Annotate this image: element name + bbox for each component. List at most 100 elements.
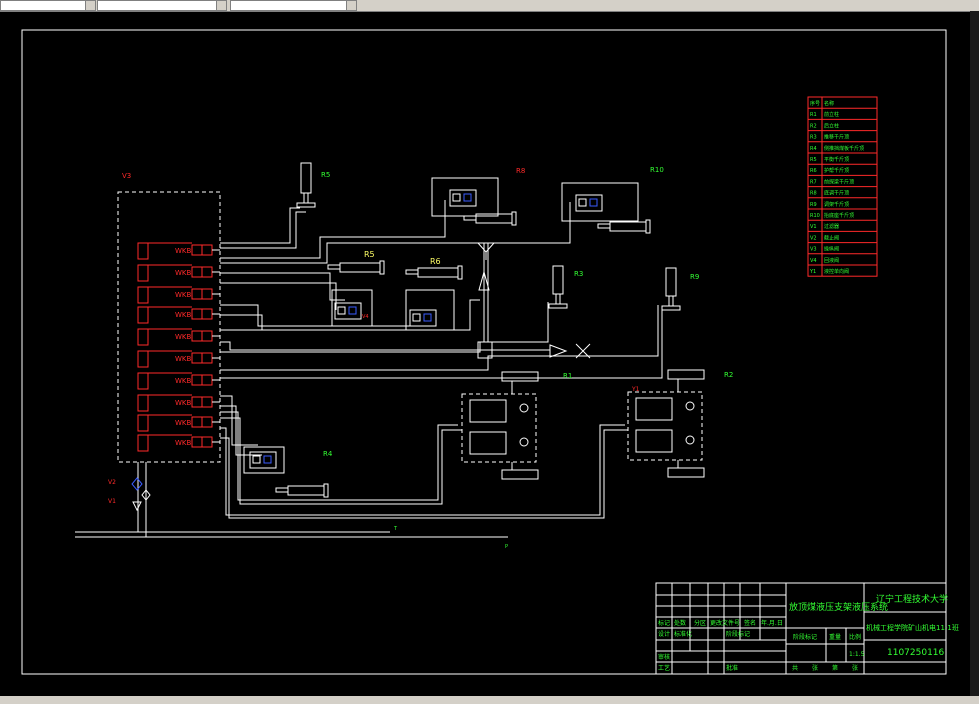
label-v4: V4 [362,314,369,320]
cylinder-body [417,267,459,278]
legend-code: R8 [810,191,817,197]
main-lines [75,462,508,538]
r4-frame [243,446,285,474]
valve-box [191,436,203,448]
label-y1: Y1 [631,386,640,393]
legend-name: 前探梁千斤顶 [824,178,854,185]
legend-name: 推移千斤顶 [824,134,849,141]
row4-label-1: 批准 [726,664,738,672]
legend-code: R3 [810,135,817,141]
cylinder-rod [327,264,341,270]
operating-valve: WKB [137,286,220,304]
row-label-2: 分区 [694,619,706,627]
toolbar [0,0,979,12]
legend-code: R1 [810,112,817,118]
label-r1: R1 [563,372,572,380]
chevron-down-icon[interactable] [216,1,226,10]
legend-name: 护帮千斤顶 [824,167,849,174]
cylinder-rod [463,215,477,221]
legend-name: 名称 [824,100,834,107]
legend-code: R9 [810,202,817,208]
chevron-down-icon[interactable] [346,1,356,10]
drawing-number: 1107250116 [887,648,945,658]
valve-lower [635,429,673,453]
row-label-1: 处数 [674,619,686,627]
check-valve [337,306,346,315]
gauge [685,401,695,411]
label-v2: V2 [108,479,116,486]
cylinder-body [609,221,647,232]
cylinder-foot [296,202,316,208]
vertical-scrollbar[interactable] [970,11,979,696]
legend-name: 过滤器 [824,223,839,230]
cylinder-r4 [275,483,329,498]
scale-value: 1:1.5 [849,651,865,658]
cylinder-end [379,260,385,275]
valve-box [191,288,203,300]
valve-box [201,244,213,256]
legend-name: 截止阀 [824,234,839,241]
valve-box [201,436,213,448]
valve-frame [137,414,149,432]
check-valve [452,193,461,202]
label-v3: V3 [122,172,131,180]
row-label-0: 标记 [658,619,670,627]
cylinder-rod [275,487,289,493]
cylinder-body [552,265,564,295]
assembly-r2 [627,369,705,478]
valve-frame [137,264,149,282]
legend-code: R2 [810,123,817,129]
valve-label: WKB [175,377,192,385]
valve-label: WKB [175,419,192,427]
unit-frame [627,391,703,461]
valve-box [201,352,213,364]
legend-code: V4 [810,258,817,264]
valve-box [201,374,213,386]
cylinder-r5-top [296,162,316,208]
label-r6: R6 [430,257,441,266]
valve-label: WKB [175,399,192,407]
cylinder-body [665,267,677,297]
gauge [519,437,529,447]
row2-label-5: 比例 [849,633,861,641]
check-valve [412,313,421,322]
layer-dropdown[interactable] [0,0,96,11]
check-valve [252,455,261,464]
cylinder-end [645,219,651,234]
valve-box [201,396,213,408]
linetype-dropdown[interactable] [97,0,227,11]
valve-box [191,266,203,278]
valve-frame [137,372,149,390]
valve-box [191,244,203,256]
label-r10: R10 [650,166,664,174]
legend-code: V3 [810,247,817,253]
valve-label: WKB [175,269,192,277]
cylinder-body [300,162,312,194]
legend-code: R5 [810,157,817,163]
r5-frame [331,289,373,327]
valve-upper [635,397,673,421]
cylinder-end [511,211,517,226]
lineweight-dropdown[interactable] [230,0,357,11]
valve-r4 [249,451,277,469]
valve-upper [469,399,507,423]
valve-frame [137,394,149,412]
row-label-3: 更改文件号 [710,619,740,627]
chevron-down-icon[interactable] [85,1,95,10]
legend-code: R6 [810,168,817,174]
valve-label: WKB [175,333,192,341]
legend-name: 回液阀 [824,257,839,264]
cylinder-r5 [327,260,385,275]
row2-label-4: 重量 [829,633,841,641]
cylinder-r6 [405,265,463,280]
check-valve [578,198,587,207]
label-line-t: T [393,526,398,532]
legend-code: V2 [810,235,817,241]
valve-box [191,330,203,342]
valve-r10 [575,194,603,212]
valve-block [449,189,477,207]
valve-box [201,266,213,278]
